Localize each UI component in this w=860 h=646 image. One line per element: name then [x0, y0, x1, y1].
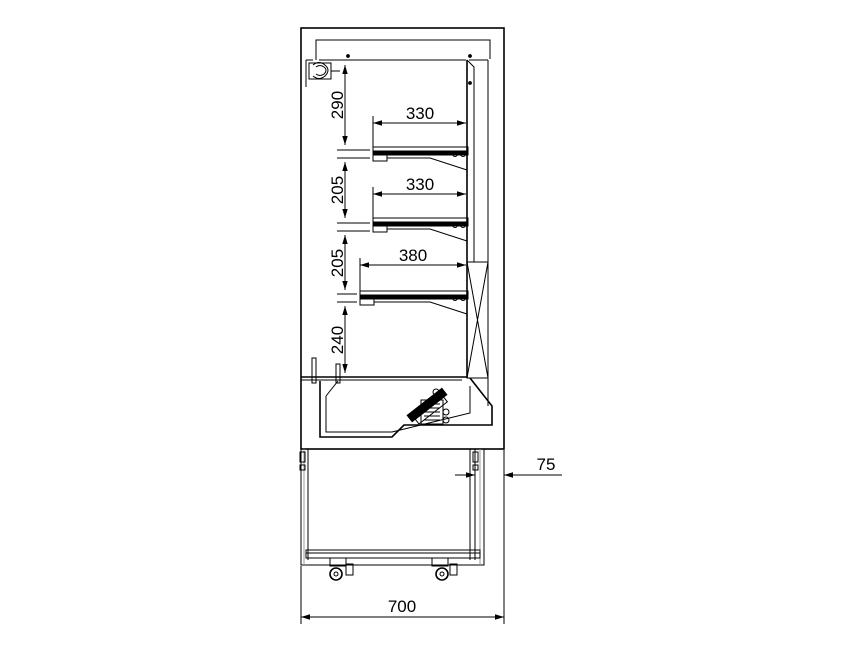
dim-shelf-spacing-bottom: 240	[328, 326, 347, 354]
dim-shelf-depth-bottom: 380	[399, 246, 427, 265]
lower-stand	[299, 448, 485, 566]
dim-shelf-spacing-lower: 205	[328, 249, 347, 277]
dim-rear-offset: 75	[537, 455, 556, 474]
shelf-bottom	[359, 290, 469, 315]
castor-wheel-icon	[329, 557, 458, 581]
shelf-middle	[372, 217, 469, 242]
dim-shelf-spacing-top: 290	[328, 91, 347, 119]
lamp-nozzle-icon	[305, 59, 340, 87]
dim-shelf-depth-middle: 330	[406, 175, 434, 194]
dim-shelf-depth-top: 330	[406, 104, 434, 123]
base-well	[301, 357, 493, 438]
dim-overall-depth: 700	[388, 597, 416, 616]
dim-shelf-spacing-upper: 205	[328, 176, 347, 204]
dimension-lines	[300, 65, 562, 624]
evaporator-fan-icon	[406, 387, 450, 425]
shelf-top	[372, 146, 469, 171]
